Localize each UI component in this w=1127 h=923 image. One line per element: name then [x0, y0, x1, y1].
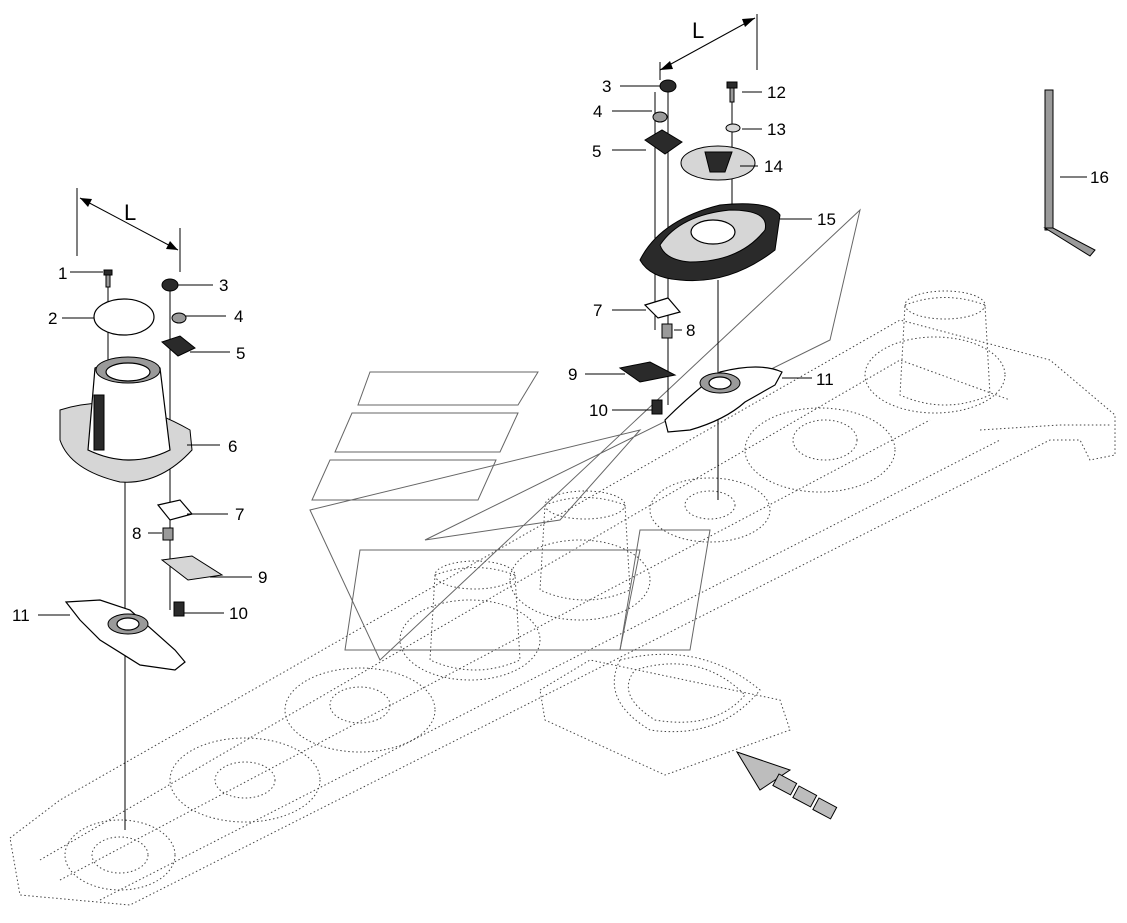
- callout-7: 7: [235, 505, 244, 524]
- callout-5: 5: [236, 344, 245, 363]
- callout-13: 13: [767, 120, 786, 139]
- disc-guard-icon: [639, 203, 781, 282]
- callout-8: 8: [686, 321, 695, 340]
- hub-cap-icon: [680, 145, 756, 181]
- callout-10: 10: [229, 604, 248, 623]
- clamp-icon: [644, 129, 683, 155]
- callout-15: 15: [817, 210, 836, 229]
- callout-12: 12: [767, 83, 786, 102]
- right-assembly: L: [618, 14, 1096, 500]
- nut-icon: [161, 278, 179, 292]
- cutter-disc-icon: [664, 366, 783, 433]
- bolt-8-icon: [661, 323, 673, 339]
- bolt-10-icon: [651, 399, 663, 415]
- dimension-label-right: L: [692, 18, 704, 43]
- cover-plate-icon: [93, 298, 155, 336]
- tool-rod-icon: [1043, 89, 1096, 257]
- callout-4: 4: [593, 102, 602, 121]
- plate-icon: [643, 297, 682, 319]
- callout-3: 3: [219, 276, 228, 295]
- callout-2: 2: [48, 309, 57, 328]
- callout-10: 10: [589, 401, 608, 420]
- callout-6: 6: [228, 437, 237, 456]
- callout-11: 11: [12, 606, 30, 625]
- callout-16: 16: [1090, 168, 1109, 187]
- drum-housing-icon: [59, 356, 193, 483]
- washer-icon: [652, 111, 668, 123]
- bolt-10-icon: [173, 601, 185, 617]
- plate-icon: [156, 499, 194, 521]
- background-logo-boxes: [311, 371, 711, 651]
- travel-direction-arrow: [735, 751, 838, 820]
- callout-8: 8: [132, 524, 141, 543]
- background-arrow-outline: [309, 208, 861, 661]
- leader-lines: [38, 85, 1087, 616]
- background-drums: [429, 290, 991, 671]
- bolt-1-icon: [103, 269, 113, 288]
- dimension-label-left: L: [124, 200, 136, 225]
- cutter-discs: [64, 336, 1006, 891]
- left-assembly: L: [59, 188, 224, 830]
- callout-14: 14: [764, 157, 783, 176]
- blade-icon: [618, 361, 677, 383]
- clamp-icon: [161, 335, 196, 357]
- callout-5: 5: [592, 142, 601, 161]
- callout-1: 1: [58, 264, 67, 283]
- washer-icon: [171, 312, 187, 324]
- callout-11: 11: [816, 370, 834, 389]
- blade-icon: [160, 555, 224, 581]
- callout-labels-left: 1 2 3 4 5 6 7 8 9 10 11: [12, 264, 267, 625]
- callout-3: 3: [602, 77, 611, 96]
- nut-icon: [659, 79, 677, 93]
- washer-13-icon: [725, 123, 741, 133]
- callout-labels-right: 3 4 5 12 13 14 15 16 7 8 9 10 11: [568, 77, 1109, 420]
- bolt-12-icon: [726, 81, 738, 103]
- callout-7: 7: [593, 301, 602, 320]
- callout-9: 9: [568, 365, 577, 384]
- callout-4: 4: [234, 307, 243, 326]
- cutter-disc-icon: [64, 599, 186, 671]
- callout-9: 9: [258, 568, 267, 587]
- bolt-8-icon: [162, 527, 174, 541]
